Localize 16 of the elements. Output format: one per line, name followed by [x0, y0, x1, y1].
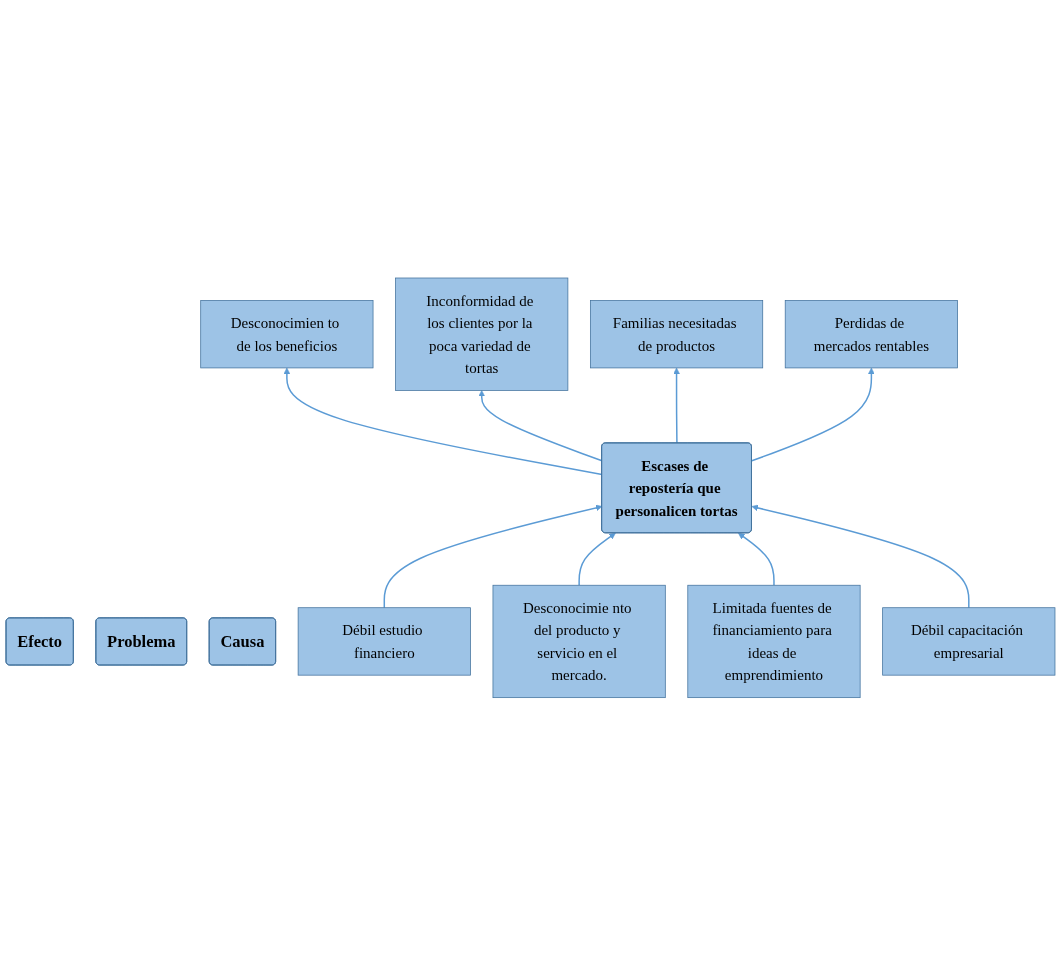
- arrow: [283, 367, 603, 475]
- arrow: [751, 367, 875, 462]
- arrow: [478, 389, 603, 462]
- node-box: Perdidas de mercados rentables: [784, 299, 958, 368]
- node-box: Limitada fuentes de financiamiento para ideas de emprendimiento: [687, 584, 861, 698]
- arrow: [751, 504, 970, 609]
- arrow: [383, 504, 603, 609]
- arrow: [673, 367, 680, 444]
- arrow: [738, 532, 775, 586]
- arrow: [578, 532, 616, 586]
- node-box: Desconocimie nto del producto y servicio en el mercado.: [492, 584, 666, 698]
- node-box: Familias necesitadas de productos: [590, 299, 764, 368]
- node-box: Inconformidad de los clientes por la poca variedad de tortas: [395, 277, 569, 391]
- node-box: Débil capacitación empresarial: [882, 607, 1056, 676]
- node-box: Débil estudio financiero: [297, 607, 471, 676]
- node-box: Desconocimien to de los beneficios: [200, 299, 374, 368]
